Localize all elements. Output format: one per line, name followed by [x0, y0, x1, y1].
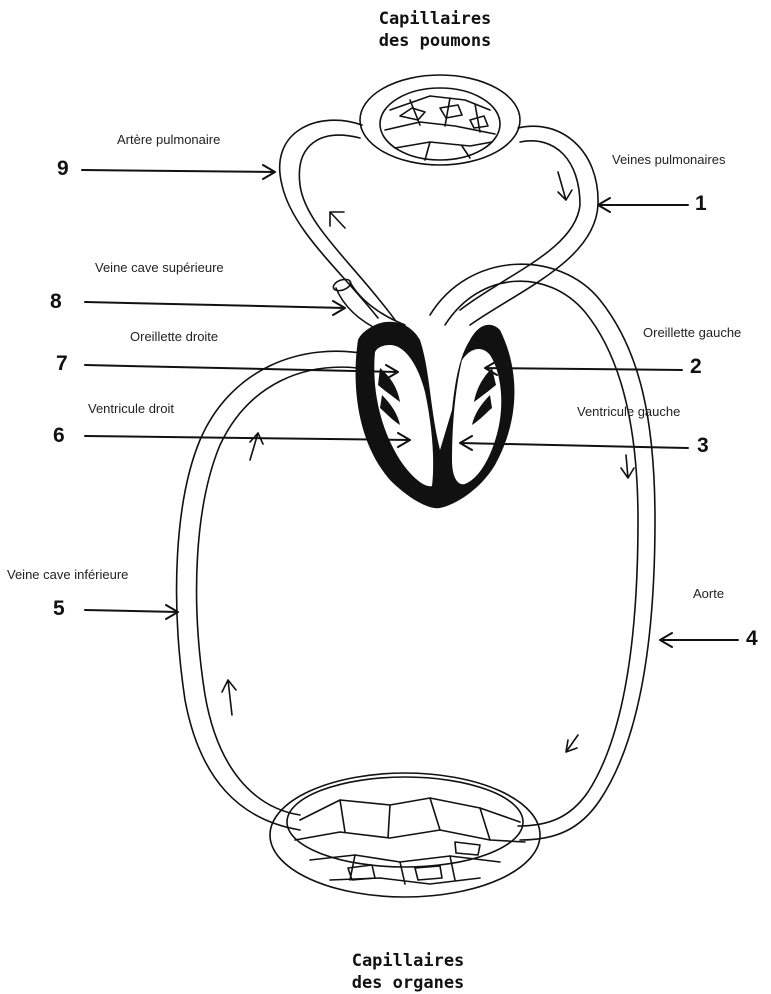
label-aorte: Aorte	[693, 586, 724, 601]
number-3: 3	[697, 434, 709, 458]
label-oreillette-droite: Oreillette droite	[130, 329, 218, 344]
label-ventricule-gauche: Ventricule gauche	[577, 404, 680, 419]
number-7: 7	[56, 352, 68, 376]
pointer-9	[82, 165, 275, 179]
number-4: 4	[746, 627, 758, 651]
pointer-4	[660, 633, 738, 647]
aorta-vessel	[430, 264, 655, 840]
pointer-8	[85, 301, 345, 315]
number-6: 6	[53, 424, 65, 448]
label-artere-pulmonaire: Artère pulmonaire	[117, 132, 220, 147]
pointer-6	[85, 433, 410, 447]
pulmonary-veins-vessel	[460, 126, 598, 325]
organ-capillary-bed	[270, 773, 540, 897]
label-veine-cave-superieure: Veine cave supérieure	[95, 260, 224, 275]
number-8: 8	[50, 290, 62, 314]
pointer-1	[598, 198, 688, 212]
inferior-vena-cava-vessel	[177, 351, 372, 830]
number-1: 1	[695, 192, 707, 216]
label-oreillette-gauche: Oreillette gauche	[643, 325, 741, 340]
number-2: 2	[690, 355, 702, 379]
pointer-2	[485, 361, 682, 375]
label-veine-cave-inferieure: Veine cave inférieure	[7, 567, 128, 582]
pointer-5	[85, 605, 178, 619]
heart	[356, 322, 515, 509]
label-veines-pulmonaires: Veines pulmonaires	[612, 152, 725, 167]
label-ventricule-droit: Ventricule droit	[88, 401, 174, 416]
lung-capillary-bed	[360, 75, 520, 165]
number-5: 5	[53, 597, 65, 621]
number-9: 9	[57, 157, 69, 181]
